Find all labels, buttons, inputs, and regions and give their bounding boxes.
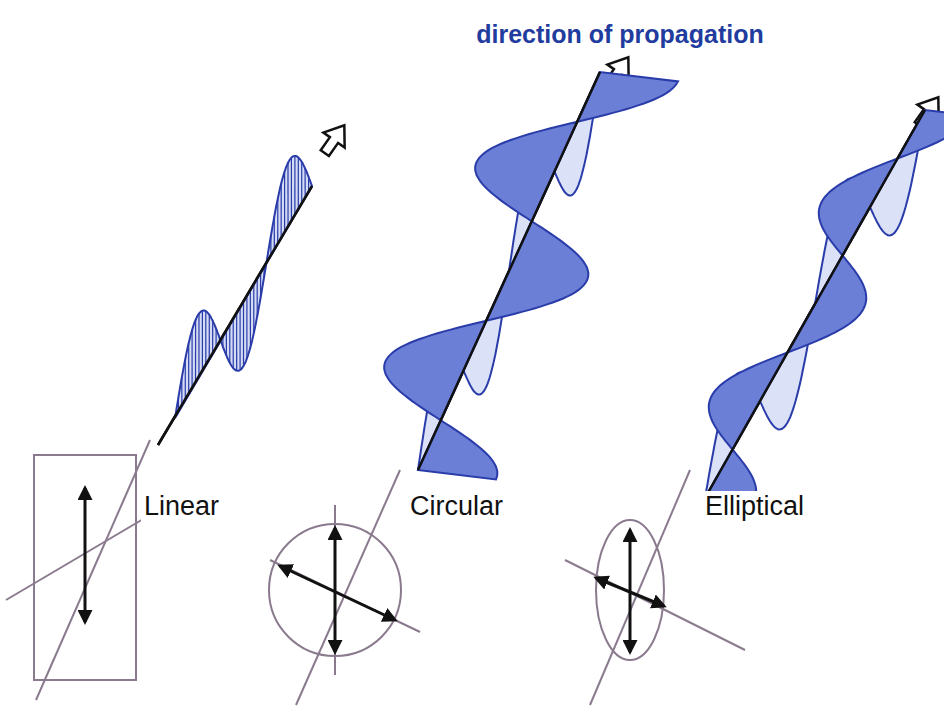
polarization-label: Linear: [141, 491, 222, 522]
axis-line: [590, 470, 690, 705]
hatch-line: [260, 273, 261, 298]
hatch-line: [198, 314, 199, 378]
hatch-line: [253, 285, 254, 334]
heading-label: direction of propagation: [473, 20, 767, 49]
hatch-line: [226, 331, 227, 356]
hatch-line: [257, 279, 258, 317]
hatch-line: [243, 302, 244, 366]
hatch-line: [287, 163, 288, 227]
hollow-arrow: [314, 118, 355, 161]
propagation-axis: [705, 110, 925, 498]
linear-wave: [175, 156, 312, 418]
axis-line: [36, 440, 150, 700]
hatch-line: [250, 290, 251, 347]
waves: [158, 50, 944, 504]
hatch-line: [195, 320, 196, 383]
horizontal-wave: [705, 110, 944, 504]
hatch-line: [205, 311, 206, 366]
plane-insets: [6, 440, 745, 705]
hatch-line: [291, 158, 292, 221]
hatch-line: [246, 296, 247, 358]
hatch-line: [229, 325, 230, 363]
hatch-line: [209, 315, 210, 360]
propagation-axis: [158, 186, 312, 445]
hatch-line: [236, 314, 237, 371]
field-vector: [596, 578, 664, 606]
polarization-label: Circular: [407, 491, 506, 522]
field-vector: [280, 566, 395, 620]
hatch-line: [274, 216, 275, 249]
axis-line: [6, 515, 150, 600]
propagation-axis: [418, 72, 600, 470]
plane-frame: [34, 455, 136, 680]
axis-line: [296, 470, 400, 705]
hatch-line: [212, 321, 213, 354]
hatch-line: [284, 172, 285, 233]
vertical-wave: [705, 110, 925, 498]
hatch-line: [188, 343, 189, 395]
hatch-line: [239, 308, 240, 370]
polarization-label: Elliptical: [702, 491, 807, 522]
horizontal-wave: [384, 72, 678, 479]
ellipse-outline: [596, 520, 664, 660]
hatch-line: [233, 319, 234, 368]
hatch-line: [281, 184, 282, 239]
propagation-axis: [705, 110, 925, 498]
hatch-line: [301, 162, 302, 204]
hatch-line: [202, 311, 203, 372]
axis-line: [565, 560, 745, 650]
field-arrows: [85, 488, 664, 652]
hatch-line: [298, 157, 299, 209]
hatch-line: [277, 199, 278, 244]
propagation-arrow: [314, 118, 355, 161]
circle-outline: [269, 524, 401, 656]
hatch-line: [305, 169, 306, 198]
field-vector: [84, 488, 87, 622]
hatch-line: [192, 330, 193, 389]
hatch-line: [294, 156, 295, 215]
axis-line: [270, 560, 420, 632]
hatch-line: [185, 359, 186, 401]
propagation-axis: [158, 186, 312, 445]
